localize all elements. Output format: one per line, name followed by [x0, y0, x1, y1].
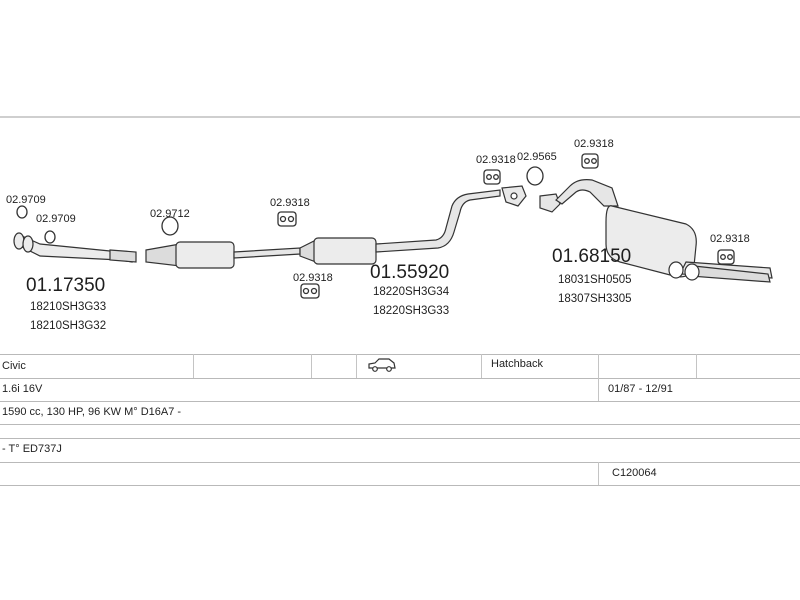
- mount-m4-label: 02.9318: [270, 197, 310, 209]
- part-1-oem-1: 18210SH3G33: [30, 301, 106, 313]
- engine-label: 1.6i 16V: [2, 383, 43, 395]
- part-3-number: 01.68150: [552, 246, 631, 267]
- part-2-oem-1: 18220SH3G34: [373, 286, 450, 298]
- mount-m6-label: 02.9318: [476, 154, 516, 166]
- mount-m6: [483, 169, 501, 185]
- mount-m9: [717, 249, 735, 265]
- flange-clamp: [501, 185, 527, 207]
- model-name: Civic: [2, 360, 26, 372]
- mount-m5-label: 02.9318: [293, 272, 333, 284]
- part-2-oem-2: 18220SH3G33: [373, 305, 449, 317]
- mount-m5: [300, 283, 320, 299]
- mount-m1: [16, 205, 28, 219]
- part-1-oem-2: 18210SH3G32: [30, 320, 106, 332]
- mount-m3: [161, 216, 179, 236]
- car-icon: [367, 358, 397, 375]
- part-3-oem-1: 18031SH0505: [558, 274, 632, 286]
- mount-m4: [277, 211, 297, 227]
- part-3-oem-2: 18307SH3305: [558, 293, 632, 305]
- exhaust-diagram: 02.9709 02.9709 02.9712 02.9318 02.9318 …: [6, 138, 773, 332]
- production-years: 01/87 - 12/91: [608, 383, 673, 395]
- mount-m9-label: 02.9318: [710, 233, 750, 245]
- part-2-number: 01.55920: [370, 262, 449, 283]
- body-type: Hatchback: [491, 358, 543, 370]
- front-pipe: [13, 232, 137, 263]
- part-1-number: 01.17350: [26, 275, 105, 296]
- mount-m8-label: 02.9318: [574, 138, 614, 150]
- mount-m8: [581, 153, 599, 169]
- mount-m7: [526, 166, 544, 186]
- top-divider: [0, 116, 800, 118]
- mount-m2-label: 02.9709: [36, 213, 76, 225]
- type-approval: - T° ED737J: [2, 443, 62, 455]
- centre-silencer: [299, 189, 501, 265]
- mount-m7-label: 02.9565: [517, 151, 557, 163]
- mount-m3-label: 02.9712: [150, 208, 190, 220]
- catalogue-code: C120064: [612, 467, 657, 479]
- engine-spec: 1590 cc, 130 HP, 96 KW M° D16A7 -: [2, 406, 182, 418]
- mount-m1-label: 02.9709: [6, 194, 46, 206]
- mount-m2: [44, 230, 56, 244]
- front-silencer: [145, 241, 301, 269]
- rear-silencer: [539, 179, 773, 283]
